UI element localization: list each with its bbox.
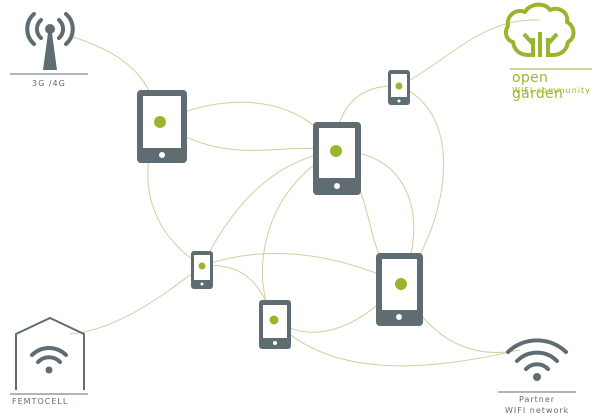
femtocell-label: FEMTOCELL <box>12 397 69 406</box>
mobile-device-icon <box>313 122 361 195</box>
wifi-icon <box>506 338 568 381</box>
tree-icon <box>503 2 576 57</box>
connection-links <box>69 19 541 367</box>
mobile-device-icon <box>376 253 423 326</box>
open-garden-name: open garden <box>512 70 564 102</box>
cell-tower-mast <box>43 33 57 70</box>
cell-tower-icon <box>25 12 75 46</box>
mobile-device-icon <box>388 70 410 105</box>
house-wifi-icon <box>15 316 85 390</box>
mobile-device-icon <box>191 251 213 289</box>
link-phone-b-to-femtocell <box>69 265 203 335</box>
link-phone-b-to-tablet-c <box>201 252 402 285</box>
cell-tower-node <box>10 12 88 75</box>
link-phone-c-to-partner <box>273 319 511 367</box>
partner-label-line2: WIFI network <box>505 406 570 415</box>
open-garden-tagline: WIFI community <box>512 86 591 95</box>
link-phone-top-to-opengarden <box>398 19 541 87</box>
partner-label-line1: Partner <box>519 395 556 404</box>
mobile-device-icon <box>137 90 187 163</box>
cell-network-label: 3G /4G <box>32 79 66 88</box>
mobile-device-icon <box>259 300 291 349</box>
cell-tower-hub <box>45 24 55 34</box>
